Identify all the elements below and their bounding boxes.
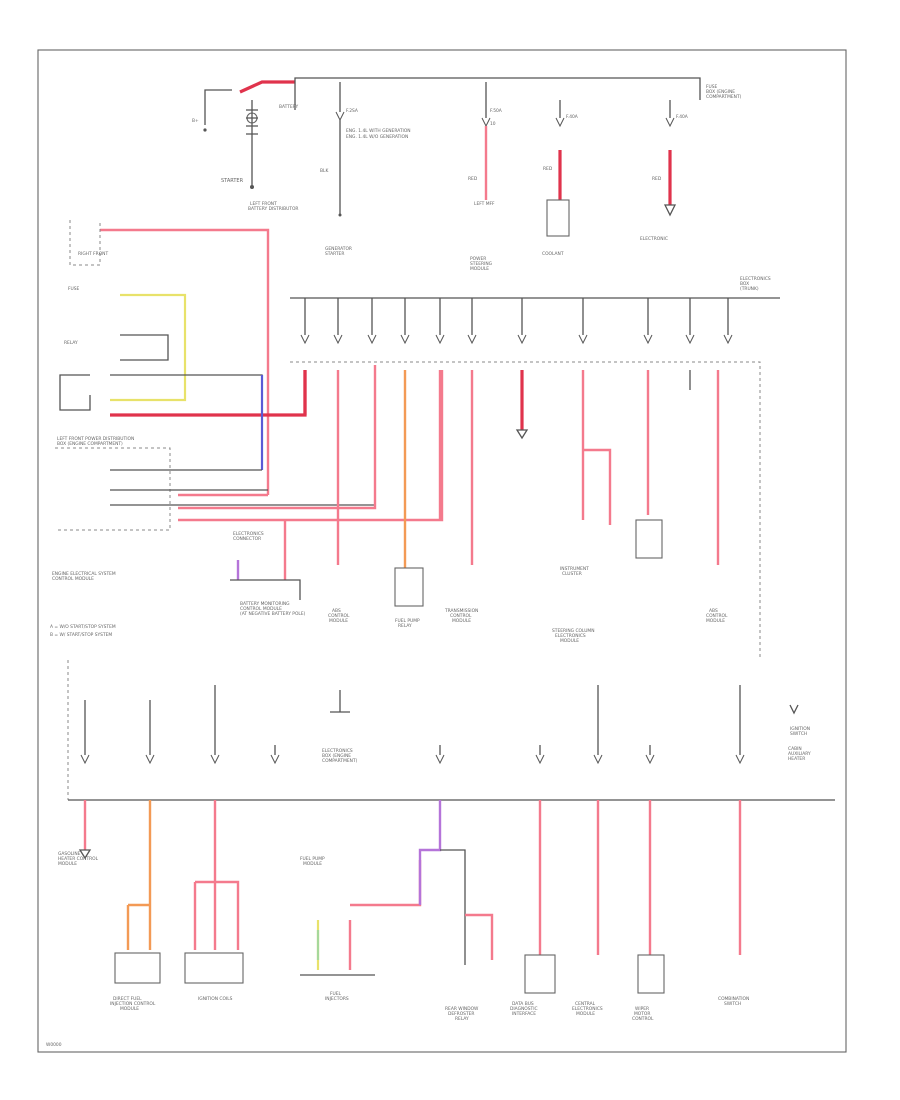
label-starter: STARTER [221, 178, 244, 184]
fuse-top-4: F.40A RED ELECTRONIC [640, 100, 688, 242]
fuel-pump-relay-box [394, 567, 424, 607]
svg-text:LEFT MFF: LEFT MFF [474, 201, 495, 207]
label-ignition-coils: IGNITION COILS [198, 996, 233, 1002]
svg-text:BLK: BLK [320, 168, 328, 174]
svg-text:RED: RED [652, 176, 662, 182]
svg-text:FUSE: FUSE [68, 286, 80, 292]
svg-text:BATTERY: BATTERY [279, 104, 299, 110]
fuse-top-1: F.2SA ENG. 1.4L WITH GENERATION ENG. 1.4… [320, 82, 411, 217]
wire-purple-bottom [418, 800, 442, 905]
fuse-top-2: F.50A 10 RED LEFT MFF [468, 82, 502, 207]
svg-text:F.40A: F.40A [566, 114, 578, 120]
svg-text:COOLANT: COOLANT [542, 251, 564, 257]
svg-text:F.50A: F.50A [490, 108, 502, 114]
svg-text:ENG. 1.4L WITH GENERATION: ENG. 1.4L WITH GENERATION [346, 128, 411, 134]
battery-symbol [246, 100, 258, 160]
fuse-row-bottom [80, 685, 745, 765]
bus-hot-at-all-times [294, 77, 701, 100]
wire-starter-ground [204, 89, 232, 125]
svg-text:RED: RED [543, 166, 553, 172]
ignition-coils-box [184, 952, 244, 984]
legend-b: B = W/ START/STOP SYSTEM [50, 632, 112, 638]
legend-a: A = W/O START/STOP SYSTEM [50, 624, 116, 630]
svg-text:ENG. 1.4L W/O GENERATION: ENG. 1.4L W/O GENERATION [346, 134, 408, 140]
wiper-box [637, 954, 665, 994]
direct-fuel-box [114, 952, 161, 984]
svg-text:RELAY: RELAY [64, 340, 78, 346]
svg-text:F.2SA: F.2SA [346, 108, 358, 114]
diagram-frame [37, 49, 847, 1053]
svg-text:ELECTRONIC: ELECTRONIC [640, 236, 668, 242]
svg-text:B+: B+ [192, 118, 199, 124]
diagnostic-box [524, 954, 556, 994]
figure-code: W0000 [46, 1042, 62, 1048]
svg-text:F.40A: F.40A [676, 114, 688, 120]
svg-text:RED: RED [468, 176, 478, 182]
wire-battery-positive [239, 80, 295, 94]
fuse-row-middle [300, 298, 733, 345]
wire-pink-main-left [100, 228, 270, 495]
fuse-top-3: F.40A RED COOLANT [542, 100, 578, 257]
steering-column-box [635, 519, 663, 559]
svg-text:RIGHT FRONT: RIGHT FRONT [78, 251, 108, 257]
wire-yellow-relay [110, 293, 187, 402]
svg-text:10: 10 [490, 121, 496, 127]
